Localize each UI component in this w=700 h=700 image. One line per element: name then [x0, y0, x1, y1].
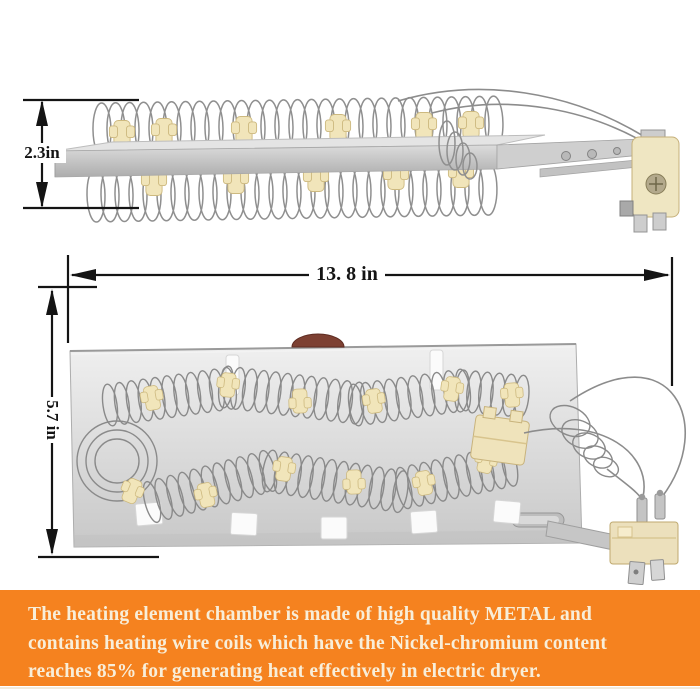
side-height-dimension-label: 2.3in	[18, 143, 66, 163]
side-height-dimension	[23, 98, 139, 210]
heating-coil-serpentine	[76, 364, 620, 525]
top-height-dimension-label: 5.7 in	[42, 397, 62, 443]
element-support-bar	[54, 134, 546, 178]
side-view-product-photo	[54, 88, 680, 233]
description-banner: The heating element chamber is made of h…	[0, 590, 700, 686]
thermostat-dome	[291, 333, 345, 348]
banner-line-3: reaches 85% for generating heat effectiv…	[28, 661, 541, 682]
lead-wires-side	[397, 88, 653, 148]
banner-line-2: contains heating wire coils which have t…	[28, 632, 608, 654]
top-width-dimension-label: 13. 8 in	[309, 264, 385, 284]
top-view-product-photo	[69, 333, 686, 585]
terminal-assembly	[609, 489, 679, 585]
ceramic-connector-block	[470, 405, 530, 466]
terminal-block-side	[619, 129, 680, 233]
coil-left-curl	[76, 420, 158, 502]
coil-corner-spiral	[549, 404, 620, 478]
coil-transition-loops	[438, 120, 478, 180]
mounting-bracket-side	[496, 138, 649, 178]
banner-bottom-shadow	[0, 687, 700, 689]
banner-line-1: The heating element chamber is made of h…	[28, 604, 593, 625]
